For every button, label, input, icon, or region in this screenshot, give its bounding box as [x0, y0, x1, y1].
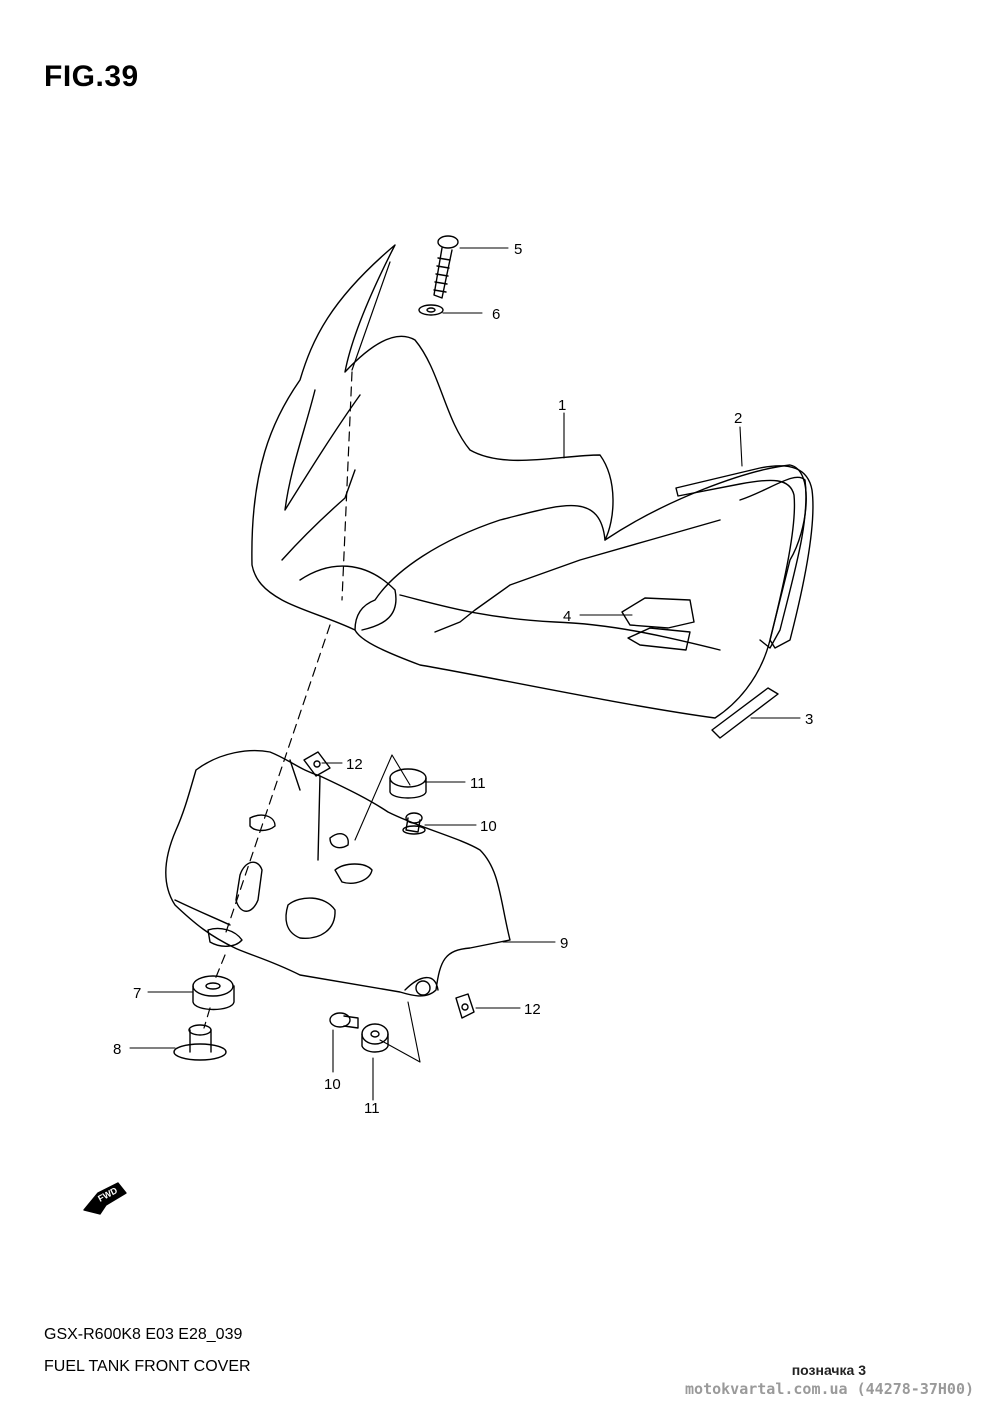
part-6-washer — [418, 304, 444, 316]
assembly-guide-lines — [203, 371, 353, 1029]
part-3-trim-strip — [711, 687, 779, 739]
part-11-grommet-upper — [389, 768, 427, 799]
part-2-trim-strip — [675, 465, 814, 649]
callout-12-upper: 12 — [346, 756, 363, 773]
callout-2: 2 — [734, 410, 742, 427]
callout-8: 8 — [113, 1041, 121, 1058]
part-1-front-cover — [251, 244, 807, 719]
part-9-bracket — [165, 749, 511, 997]
part-8-collar — [173, 1024, 227, 1061]
callout-numbers: 1 2 3 4 5 6 7 8 9 10 10 11 11 12 12 — [113, 241, 813, 1117]
part-12-clip-nut-lower — [455, 993, 475, 1019]
part-4-emblem — [621, 597, 695, 651]
callout-11-upper: 11 — [470, 775, 486, 792]
part-5-screw — [433, 235, 459, 299]
part-12-clip-nut-upper — [303, 751, 331, 777]
fwd-arrow-icon: FWD — [83, 1182, 127, 1215]
callout-7: 7 — [133, 985, 141, 1002]
part-11-grommet-lower — [361, 1023, 389, 1053]
figure-name: FUEL TANK FRONT COVER — [44, 1358, 251, 1375]
figure-code: GSX-R600K8 E03 E28_039 — [44, 1326, 243, 1343]
callout-6: 6 — [492, 306, 500, 323]
part-10-collar-upper — [402, 812, 426, 835]
callout-leaders — [129, 247, 801, 1101]
part-7-grommet — [192, 975, 235, 1011]
callout-5: 5 — [514, 241, 522, 258]
page-mark: позначка 3 — [791, 1362, 866, 1378]
figure-title: FIG.39 — [44, 60, 139, 93]
callout-11-lower: 11 — [364, 1100, 380, 1117]
source-watermark: motokvartal.com.ua (44278-37H00) — [685, 1380, 974, 1398]
callout-1: 1 — [558, 397, 566, 414]
callout-9: 9 — [560, 935, 568, 952]
part-10-collar-lower — [329, 1012, 359, 1029]
callout-10-upper: 10 — [480, 818, 497, 835]
callout-10-lower: 10 — [324, 1076, 341, 1093]
callout-4: 4 — [563, 608, 571, 625]
callout-12-lower: 12 — [524, 1001, 541, 1018]
callout-3: 3 — [805, 711, 813, 728]
